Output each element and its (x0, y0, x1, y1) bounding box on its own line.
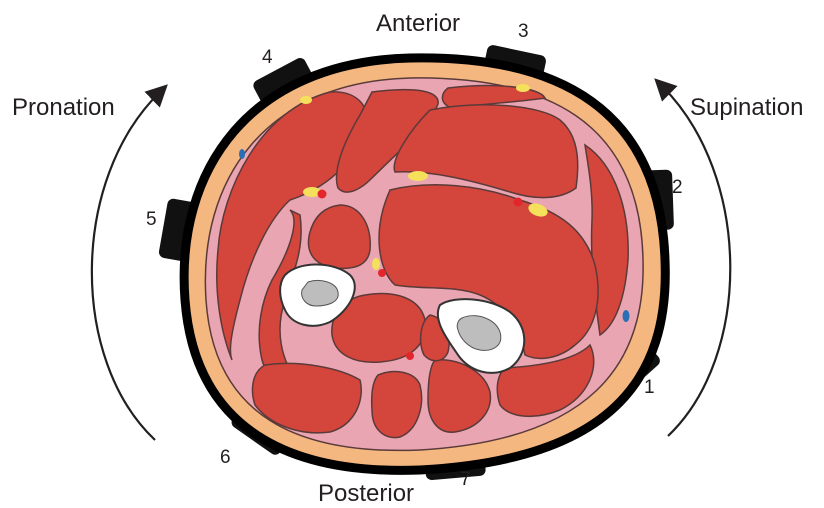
electrode-label-4: 4 (262, 48, 273, 67)
artery-3 (378, 269, 386, 277)
supination-label: Supination (690, 96, 803, 120)
electrode-label-7: 7 (460, 470, 471, 489)
vein-2 (623, 310, 630, 322)
nerve-2 (516, 84, 530, 92)
nerve-1 (300, 96, 312, 104)
electrode-label-5: 5 (146, 210, 157, 229)
nerve-6 (372, 258, 380, 270)
anterior-label: Anterior (376, 12, 460, 36)
posterior-label: Posterior (318, 482, 414, 506)
electrode-label-1: 1 (644, 378, 655, 397)
supination-arrow (662, 86, 730, 436)
artery-1 (318, 190, 327, 199)
artery-4 (406, 352, 414, 360)
artery-2 (514, 198, 523, 207)
pronation-label: Pronation (12, 96, 115, 120)
ulna-marrow (302, 280, 339, 306)
electrode-label-6: 6 (220, 448, 231, 467)
vein-1 (239, 149, 245, 159)
pronation-arrow (92, 92, 160, 440)
electrode-label-3: 3 (518, 22, 529, 41)
electrode-label-2: 2 (672, 178, 683, 197)
nerve-4 (408, 171, 428, 181)
